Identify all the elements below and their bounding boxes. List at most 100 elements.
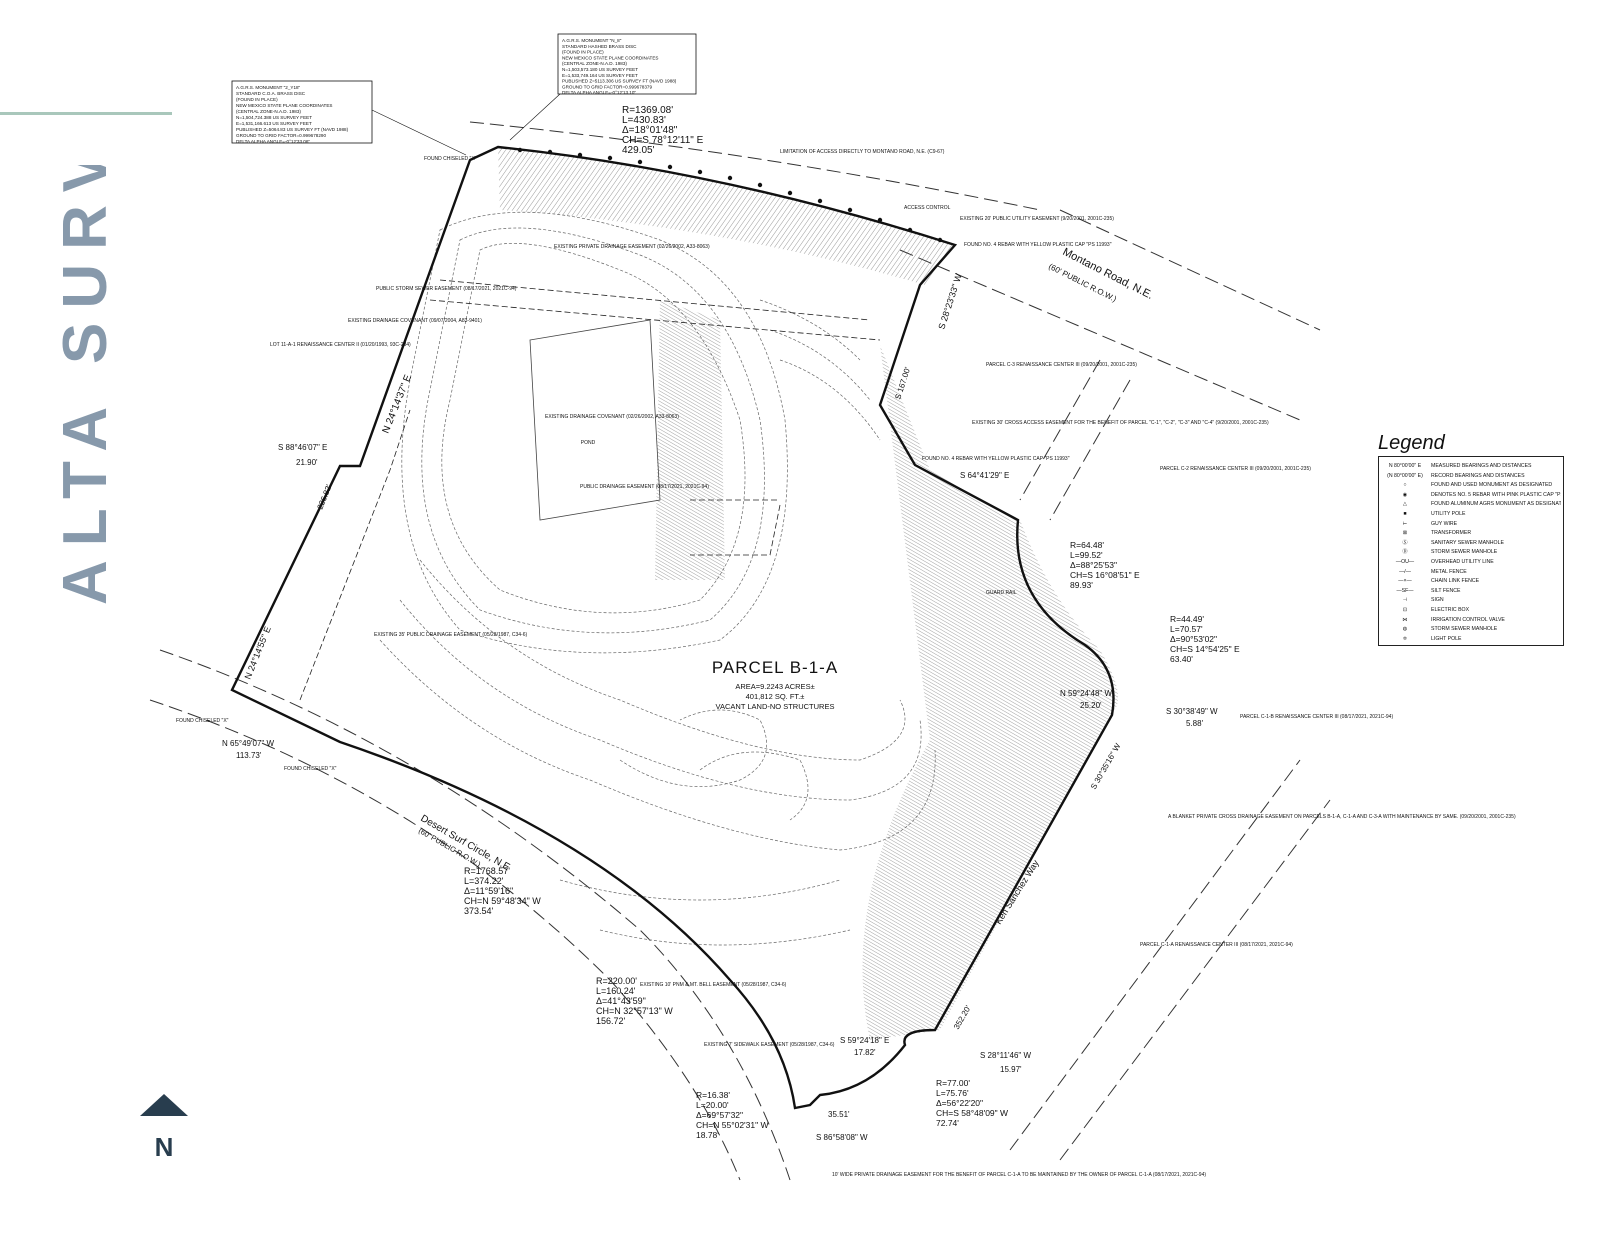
legend-symbol-icon: ⊢ bbox=[1402, 520, 1408, 527]
monument-left-line: STANDARD C.O.A. BRASS DISC bbox=[236, 91, 306, 96]
legend-label: MEASURED BEARINGS AND DISTANCES bbox=[1431, 463, 1532, 469]
curve-value: L=430.83' bbox=[622, 115, 666, 126]
legend-label: IRRIGATION CONTROL VALVE bbox=[1431, 616, 1505, 623]
curve-value: CH=S 14°54'25" E bbox=[1170, 644, 1240, 654]
curve-value: L=99.52' bbox=[1070, 550, 1103, 560]
curve-value: R=1768.57' bbox=[464, 866, 510, 876]
monument-top-line: (FOUND IN PLACE) bbox=[562, 50, 604, 55]
legend-label: SILT FENCE bbox=[1431, 587, 1461, 594]
accent-line bbox=[0, 112, 172, 115]
note-found-chiseled-west: FOUND CHISELED "X" bbox=[176, 718, 229, 724]
curve-value: L=160.24' bbox=[596, 986, 636, 996]
road-lines bbox=[149, 121, 1331, 1181]
east-long-dist: 352.20' bbox=[952, 1004, 973, 1031]
monument-top-line: A.G.R.S. MONUMENT "N_8" bbox=[562, 38, 622, 43]
north-arrow-icon bbox=[140, 1094, 188, 1116]
parcel-label-group: PARCEL B-1-A AREA=9.2243 ACRES± 401,812 … bbox=[712, 658, 838, 711]
monument-top-line: GROUND TO GRID FACTOR=0.999678379 bbox=[562, 84, 652, 89]
curve-value: 18.78' bbox=[696, 1130, 719, 1140]
curve-se-curve: R=77.00'L=75.76'Δ=56°22'20"CH=S 58°48'09… bbox=[936, 1078, 1008, 1128]
note-found-chiseled-sw: FOUND CHISELED "X" bbox=[284, 766, 337, 772]
west-line-bearing: N 24°14'37" E bbox=[381, 373, 415, 435]
west-line-dist: 226.82' bbox=[316, 483, 334, 511]
note-public-drainage: PUBLIC DRAINAGE EASEMENT (08/17/2021, 20… bbox=[580, 484, 709, 490]
legend-label: METAL FENCE bbox=[1431, 568, 1467, 575]
curve-value: CH=N 59°48'34" W bbox=[464, 896, 541, 906]
bottom-step-dist: 17.82' bbox=[854, 1048, 876, 1057]
monument-left-line: A.G.R.S. MONUMENT "2_Y18" bbox=[236, 85, 301, 90]
monument-left-line: PUBLISHED Z=5064.83 US SURVEY FT (NAVD 1… bbox=[236, 127, 349, 132]
curve-value: 72.74' bbox=[936, 1118, 959, 1128]
legend-symbol-icon: ◉ bbox=[1402, 491, 1408, 498]
legend-item: ◉ DENOTES NO. 5 REBAR WITH PINK PLASTIC C… bbox=[1379, 490, 1563, 500]
legend-item: ○FOUND AND USED MONUMENT AS DESIGNATED bbox=[1379, 480, 1563, 490]
curve-value: 63.40' bbox=[1170, 654, 1193, 664]
legend-label: RECORD BEARINGS AND DISTANCES bbox=[1431, 472, 1525, 479]
legend-label: TRANSFORMER bbox=[1431, 530, 1472, 537]
curve-sw-curve: R=1768.57'L=374.22'Δ=11°59'16"CH=N 59°48… bbox=[464, 866, 541, 916]
legend-item: —×—CHAIN LINK FENCE bbox=[1379, 576, 1563, 586]
legend-symbol-icon: —SF— bbox=[1396, 587, 1414, 594]
monument-top-line: DELTA ALPHA ANGLE=-0°12'13.10" bbox=[562, 90, 636, 95]
legend-label: OVERHEAD UTILITY LINE bbox=[1431, 559, 1494, 565]
legend-title: Legend bbox=[1378, 432, 1445, 454]
note-storm-sewer: PUBLIC STORM SEWER EASEMENT (08/17/2021,… bbox=[376, 286, 517, 292]
monument-top-line: PUBLISHED Z=5113.306 US SURVEY FT (NAVD … bbox=[562, 79, 677, 84]
east-mid-dist: 25.20' bbox=[1080, 701, 1102, 710]
note-found-chiseled-top: FOUND CHISELED "X" bbox=[424, 156, 477, 162]
parcel-name: PARCEL B-1-A bbox=[712, 658, 838, 677]
curve-value: Δ=11°59'16" bbox=[464, 886, 513, 896]
legend-symbol-icon: —OU— bbox=[1395, 559, 1415, 565]
legend-label: GUY WIRE bbox=[1431, 520, 1458, 527]
note-rebar-cap-2: FOUND NO. 4 REBAR WITH YELLOW PLASTIC CA… bbox=[922, 456, 1070, 462]
note-drainage-covenant-1: EXISTING DRAINAGE COVENANT (09/07/2004, … bbox=[348, 318, 482, 324]
note-parcel-c1a: PARCEL C-1-A RENAISSANCE CENTER III (08/… bbox=[1140, 942, 1293, 948]
legend-item: ◍STORM SEWER MANHOLE bbox=[1379, 624, 1563, 634]
note-parcel-c3: PARCEL C-3 RENAISSANCE CENTER III (09/20… bbox=[986, 362, 1137, 368]
legend-label: DENOTES NO. 5 REBAR WITH PINK PLASTIC CA… bbox=[1431, 491, 1561, 498]
east-upper: S 28°23'33" W bbox=[936, 272, 964, 331]
curve-south-curve: R=220.00'L=160.24'Δ=41°43'59"CH=N 32°57'… bbox=[596, 976, 673, 1026]
curve-value: Δ=69°57'32" bbox=[696, 1110, 743, 1120]
monument-left-line: N=1,504,724.388 US SURVEY FEET bbox=[236, 115, 312, 120]
legend-symbol-icon: ■ bbox=[1403, 511, 1407, 517]
curve-value: R=1369.08' bbox=[622, 105, 673, 116]
monument-left-line: (CENTRAL ZONE-N.A.D. 1983) bbox=[236, 109, 301, 114]
sw-short-dist: 113.73' bbox=[236, 751, 262, 760]
note-parcel-c1b: PARCEL C-1-B RENAISSANCE CENTER III (08/… bbox=[1240, 714, 1393, 720]
note-limitation-access: LIMITATION OF ACCESS DIRECTLY TO MONTANO… bbox=[780, 149, 945, 155]
note-lot-11: LOT 11-A-1 RENAISSANCE CENTER II (01/20/… bbox=[270, 342, 411, 348]
curve-value: Δ=18°01'48" bbox=[622, 125, 678, 136]
curve-value: R=220.00' bbox=[596, 976, 637, 986]
legend-label: STORM SEWER MANHOLE bbox=[1431, 626, 1498, 633]
legend-symbol-icon: ✡ bbox=[1402, 635, 1408, 642]
leader-left bbox=[371, 109, 467, 156]
note-parcel-c2: PARCEL C-2 RENAISSANCE CENTER III (09/20… bbox=[1160, 466, 1311, 472]
curve-value: R=44.49' bbox=[1170, 614, 1204, 624]
monument-top-line: N=1,503,573.180 US SURVEY FEET bbox=[562, 67, 638, 72]
access-control-dots bbox=[517, 147, 943, 243]
monument-top-line: (CENTRAL ZONE-N.A.D. 1983) bbox=[562, 61, 627, 66]
legend-symbol-icon: ⊠ bbox=[1402, 530, 1408, 537]
legend-label: FOUND ALUMINUM AGRS MONUMENT AS DESIGNAT… bbox=[1431, 501, 1561, 508]
legend-item: ■UTILITY POLE bbox=[1379, 509, 1563, 519]
note-public-drainage-35: EXISTING 35' PUBLIC DRAINAGE EASEMENT (0… bbox=[374, 632, 527, 638]
monument-left-line: GROUND TO GRID FACTOR=0.999678290 bbox=[236, 133, 326, 138]
note-drainage-covenant-2: EXISTING DRAINAGE COVENANT (02/26/2002, … bbox=[545, 414, 679, 420]
note-cross-access: EXISTING 30' CROSS ACCESS EASEMENT FOR T… bbox=[972, 420, 1269, 426]
note-pnm-easement: EXISTING 10' PNM & MT. BELL EASEMENT (05… bbox=[640, 982, 787, 988]
legend-symbol-icon: —/— bbox=[1399, 568, 1411, 575]
legend-item: —OU— OVERHEAD UTILITY LINE bbox=[1379, 557, 1563, 567]
east-mid: N 59°24'48" W bbox=[1060, 689, 1112, 698]
note-public-utility: EXISTING 20' PUBLIC UTILITY EASEMENT (9/… bbox=[960, 216, 1114, 222]
curve-value: Δ=88°25'53" bbox=[1070, 560, 1117, 570]
pond: POND bbox=[529, 319, 661, 521]
monument-top-line: NEW MEXICO STATE PLANE COORDINATES bbox=[562, 55, 658, 60]
curve-value: R=64.48' bbox=[1070, 540, 1104, 550]
east-short-dist: 5.88' bbox=[1186, 719, 1204, 728]
note-guard-rail: GUARD RAIL bbox=[986, 590, 1017, 596]
curve-value: L=75.76' bbox=[936, 1088, 969, 1098]
